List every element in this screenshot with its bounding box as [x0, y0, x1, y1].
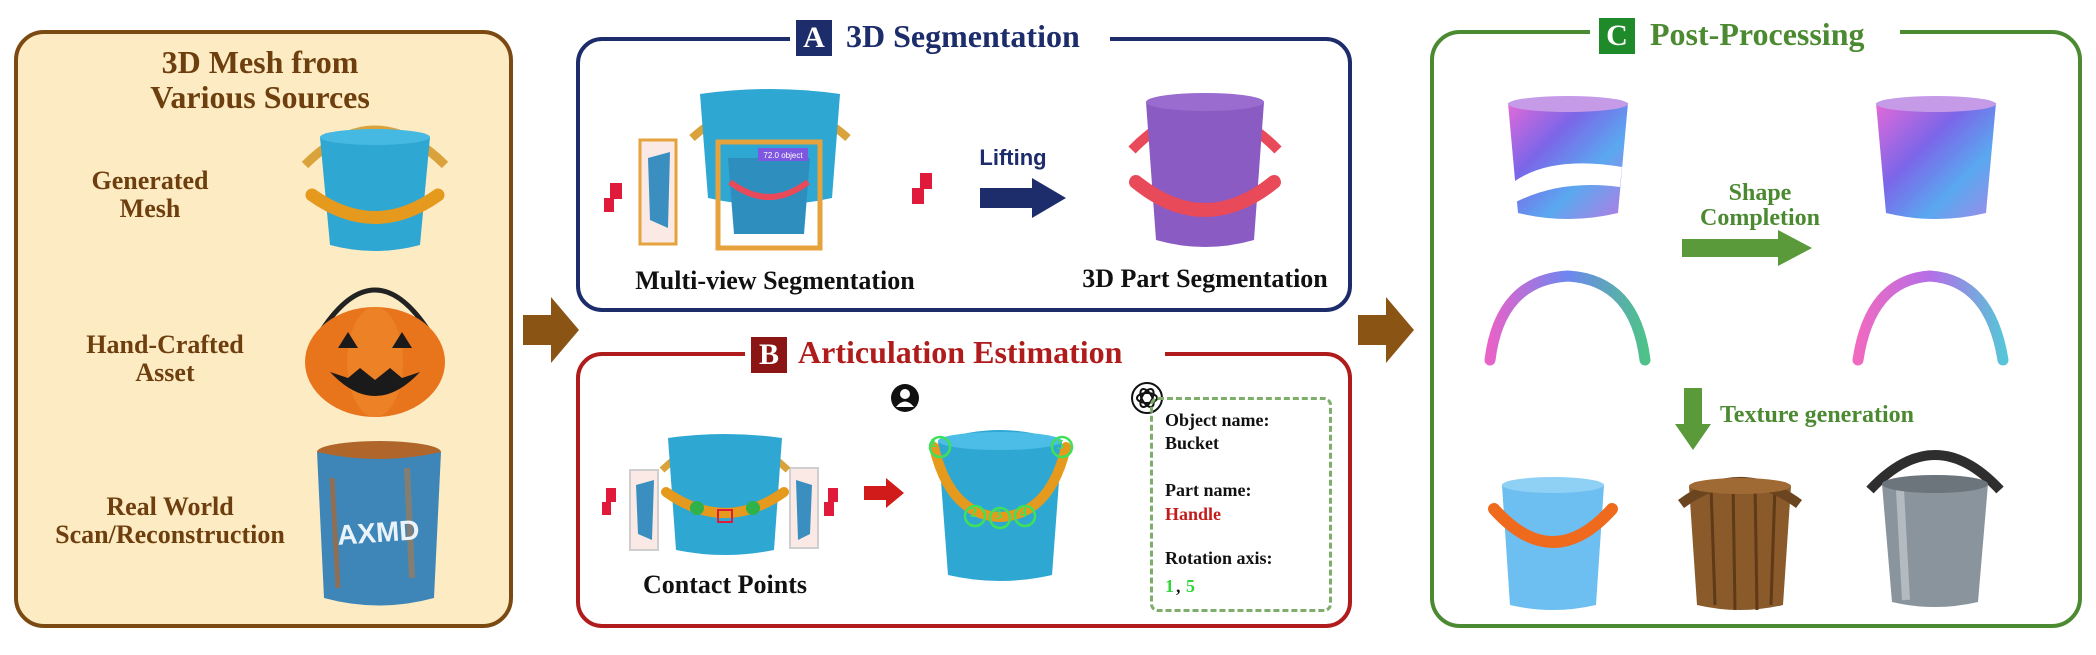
textured-metal-bucket-image — [1866, 450, 2004, 607]
object-name-value: Bucket — [1165, 433, 1219, 453]
part-segmentation-label: 3D Part Segmentation — [1082, 264, 1328, 293]
realworld-label-line2: Scan/Reconstruction — [55, 520, 285, 549]
point-label-4: 4 — [1020, 506, 1027, 521]
shape-completion-arrow — [1682, 230, 1812, 266]
post-processing-badge-letter: C — [1606, 19, 1628, 52]
texture-generation-arrow — [1675, 388, 1711, 450]
point-label-5: 5 — [1057, 438, 1064, 453]
part-segmentation-image — [1128, 93, 1282, 247]
segmentation-badge — [796, 20, 832, 56]
post-processing-title: Post-Processing — [1650, 16, 1865, 52]
handcrafted-label-line1: Hand-Crafted — [86, 330, 244, 359]
post-processing-title-bg — [1590, 14, 1900, 54]
articulation-title-bg — [745, 334, 1165, 374]
multiview-segmentation-label: Multi-view Segmentation — [635, 266, 915, 295]
point-label-3: 3 — [995, 508, 1002, 523]
segmentation-title-bg — [790, 20, 1110, 60]
contact-points-image — [602, 434, 838, 555]
scan-bucket-logo: AXMD — [336, 514, 420, 551]
numbered-bucket-image — [928, 430, 1074, 581]
rotation-axis-value-b: 5 — [1186, 576, 1195, 596]
segmentation-title: 3D Segmentation — [846, 18, 1080, 54]
completed-handle-image — [1852, 270, 2009, 366]
completed-shape-image — [1876, 96, 1996, 219]
contact-arrow — [864, 478, 904, 508]
rotation-axis-label: Rotation axis: — [1165, 548, 1273, 568]
contact-points-label: Contact Points — [643, 570, 807, 599]
object-name-label: Object name: — [1165, 410, 1270, 430]
lifting-label: Lifting — [979, 145, 1047, 170]
texture-generation-label: Texture generation — [1720, 402, 1914, 428]
sources-title-line2: Various Sources — [150, 79, 370, 115]
multiview-segmentation-image: 72.0 object — [604, 89, 932, 251]
generated-mesh-label-line2: Mesh — [119, 194, 181, 223]
post-processing-badge — [1599, 18, 1635, 54]
gpt-answer-box — [1150, 397, 1332, 612]
incomplete-shape-image — [1508, 96, 1628, 219]
point-label-2: 2 — [970, 506, 977, 521]
rotation-axis-sep: , — [1176, 576, 1181, 596]
flow-arrow-right — [1358, 297, 1414, 363]
realworld-label-line1: Real World — [106, 492, 234, 521]
generated-bucket-image — [301, 125, 449, 251]
textured-wood-bucket-image — [1678, 477, 1802, 611]
pumpkin-bucket-image — [305, 287, 445, 417]
point-label-1: 1 — [930, 436, 937, 451]
part-name-label: Part name: — [1165, 480, 1252, 500]
part-name-value: Handle — [1165, 504, 1222, 524]
articulation-title: Articulation Estimation — [798, 334, 1123, 370]
box-tag-text: 72.0 object — [763, 151, 803, 160]
shape-completion-label-line2: Completion — [1700, 205, 1820, 231]
generated-mesh-label-line1: Generated — [91, 166, 209, 195]
lifting-arrow — [980, 178, 1066, 218]
handcrafted-label-line2: Asset — [135, 358, 195, 387]
rotation-axis-value-a: 1 — [1165, 576, 1174, 596]
incomplete-handle-image — [1484, 270, 1651, 366]
flow-arrow-left — [523, 297, 579, 363]
textured-blue-bucket-image — [1488, 477, 1618, 610]
scan-bucket-image: AXMD — [317, 441, 441, 606]
user-icon — [891, 384, 919, 412]
segmentation-badge-letter: A — [803, 21, 825, 54]
articulation-badge-letter: B — [758, 338, 779, 371]
sources-title-line1: 3D Mesh from — [161, 44, 359, 80]
shape-completion-label-line1: Shape — [1728, 180, 1792, 206]
articulation-badge — [751, 337, 787, 373]
